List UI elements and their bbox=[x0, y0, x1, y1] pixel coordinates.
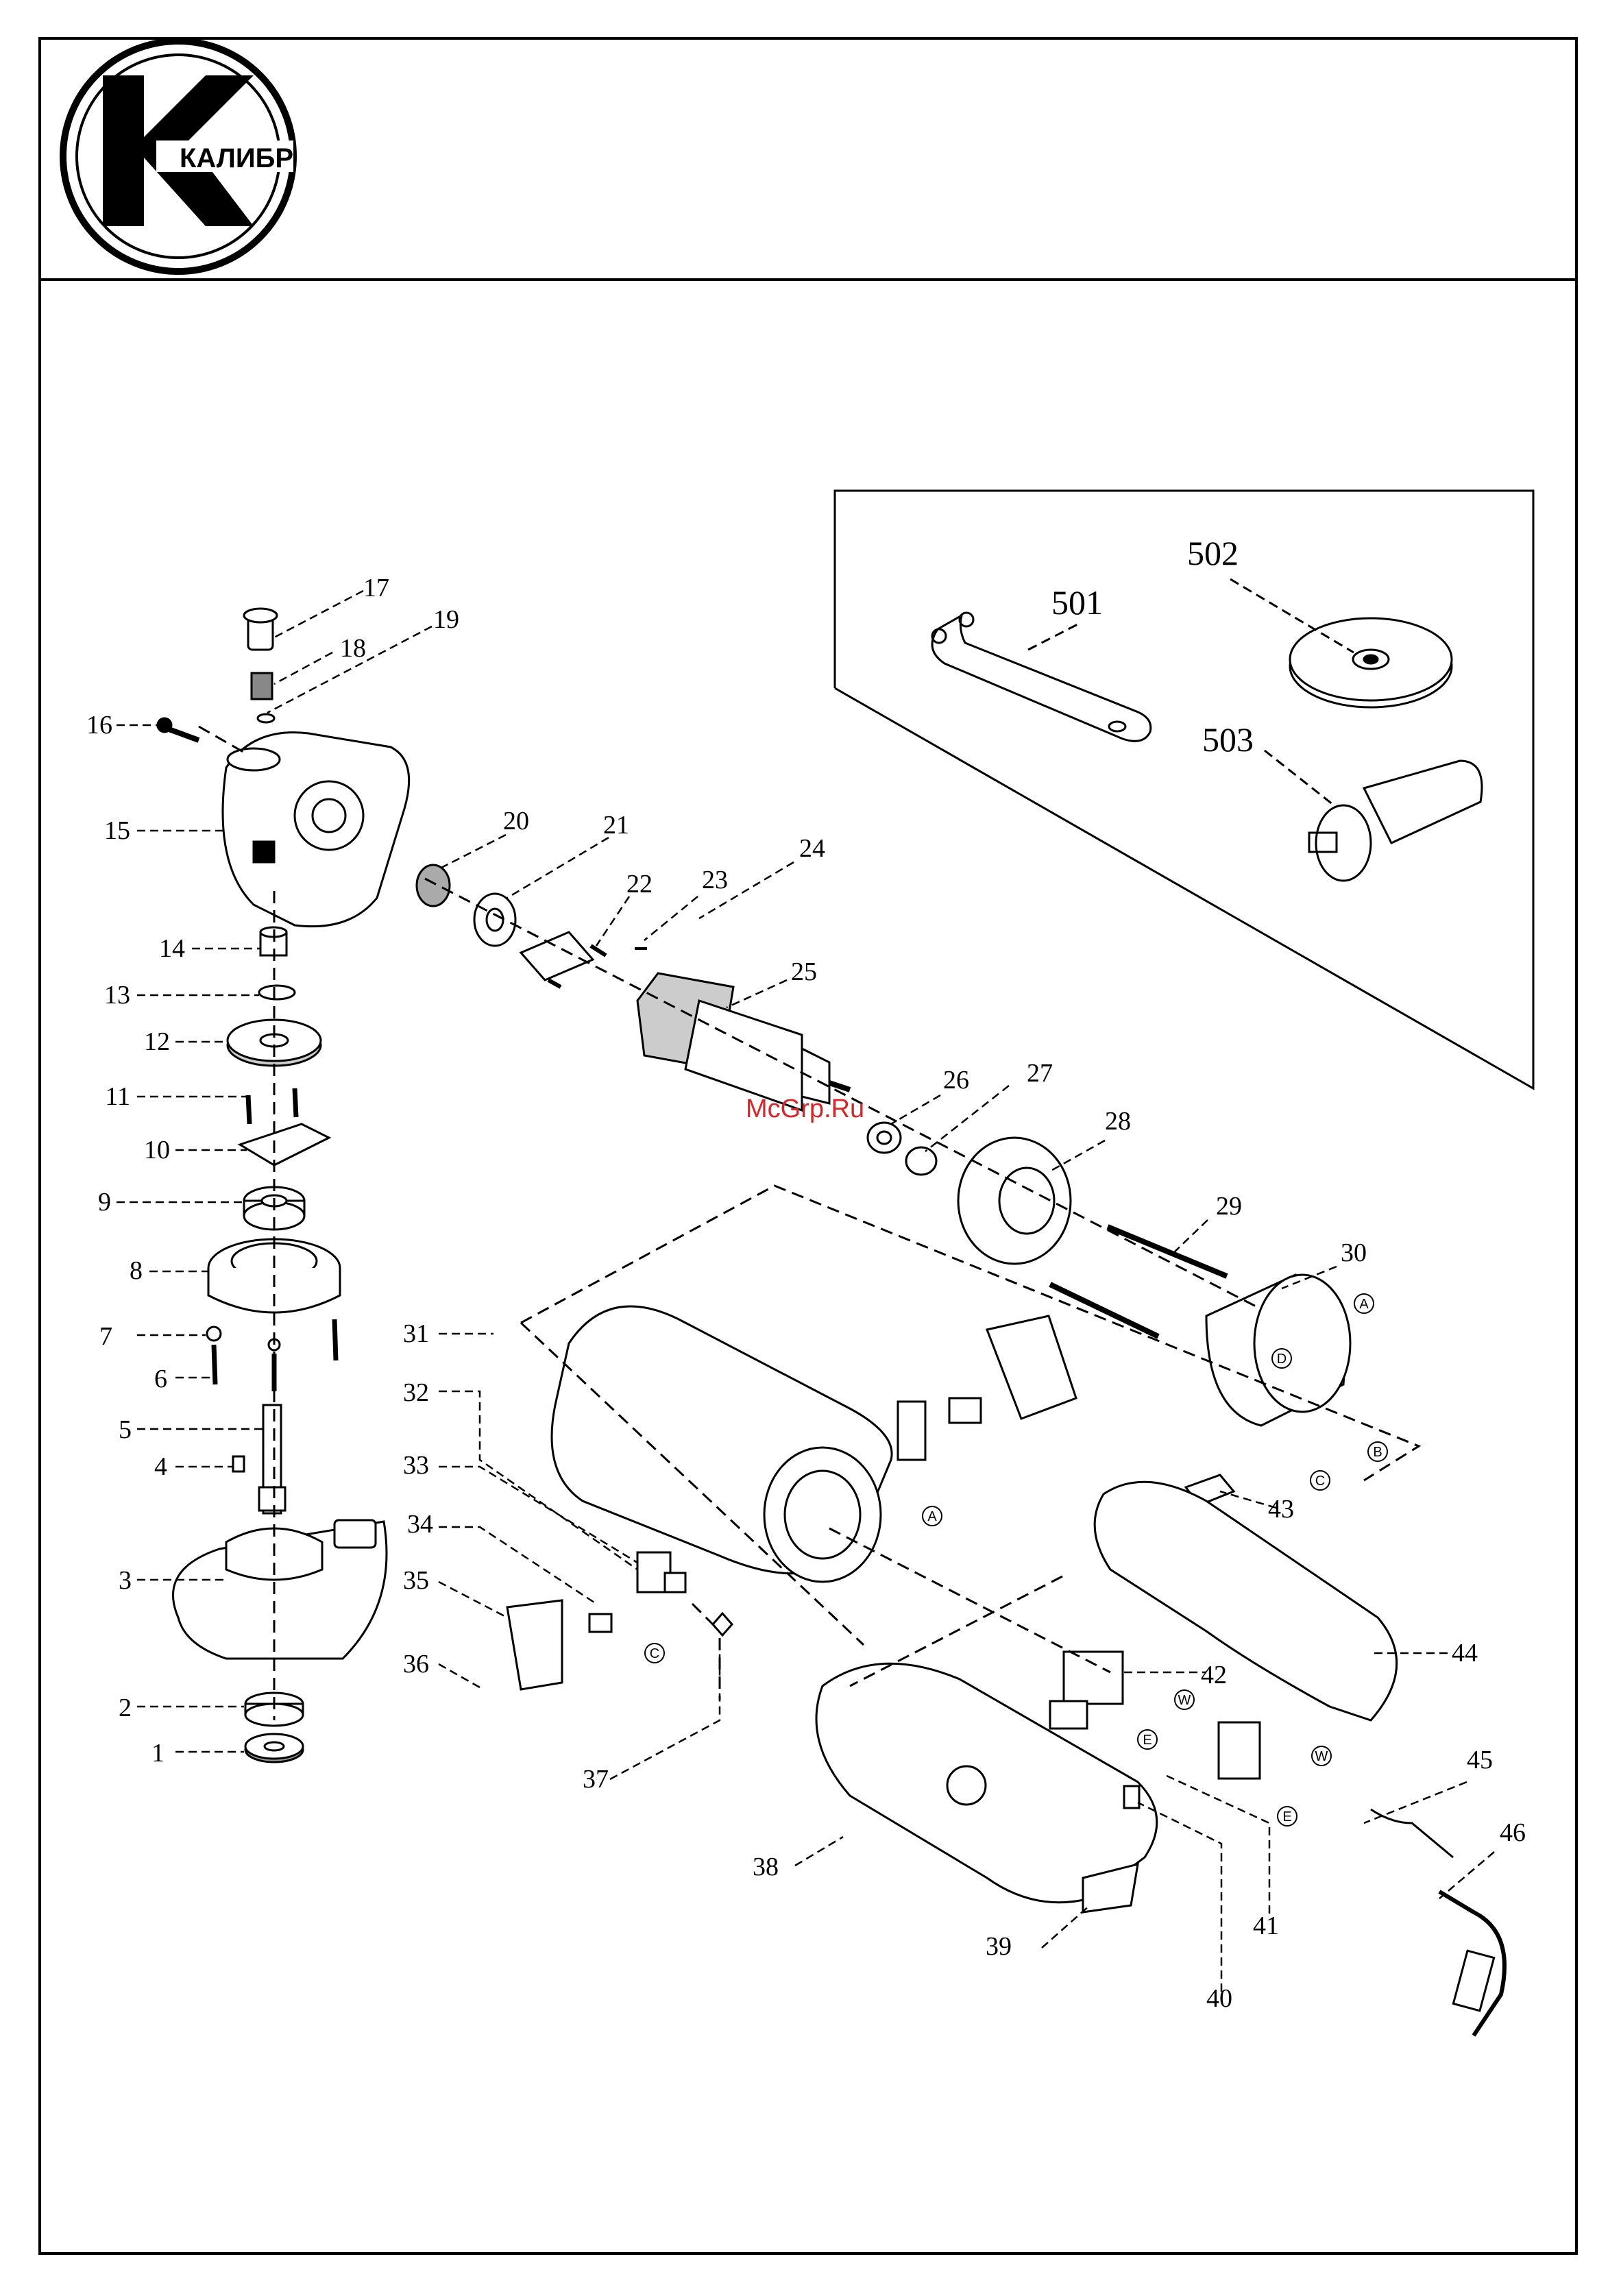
callout-46: 46 bbox=[1500, 1818, 1526, 1847]
callout-6: 6 bbox=[154, 1365, 167, 1393]
callout-44: 44 bbox=[1452, 1639, 1478, 1668]
marker-w-1: W bbox=[1178, 1693, 1191, 1708]
callout-24: 24 bbox=[799, 834, 825, 863]
callout-19: 19 bbox=[433, 605, 459, 634]
callout-3: 3 bbox=[119, 1566, 132, 1595]
callout-1: 1 bbox=[151, 1739, 164, 1768]
callout-26: 26 bbox=[943, 1066, 969, 1095]
callout-29: 29 bbox=[1216, 1192, 1242, 1221]
callout-36: 36 bbox=[403, 1650, 429, 1678]
callout-25: 25 bbox=[791, 957, 817, 986]
callout-30: 30 bbox=[1341, 1238, 1367, 1267]
callout-16: 16 bbox=[86, 711, 112, 740]
marker-e-1: E bbox=[1143, 1733, 1151, 1748]
callout-22: 22 bbox=[626, 870, 653, 899]
callout-13: 13 bbox=[104, 981, 130, 1010]
marker-a-2: A bbox=[927, 1509, 937, 1524]
kalibr-logo: КАЛИБР bbox=[63, 41, 293, 271]
housing-parts bbox=[507, 1306, 1504, 2036]
callout-15: 15 bbox=[104, 816, 130, 845]
callout-40: 40 bbox=[1206, 1984, 1232, 2013]
callout-28: 28 bbox=[1105, 1107, 1131, 1136]
callout-4: 4 bbox=[154, 1452, 167, 1481]
callout-20: 20 bbox=[503, 807, 529, 835]
callout-42: 42 bbox=[1201, 1661, 1227, 1689]
callout-31: 31 bbox=[403, 1319, 429, 1348]
watermark: McGrp.Ru bbox=[746, 1095, 864, 1123]
accessories-box bbox=[835, 491, 1533, 1088]
callout-14: 14 bbox=[159, 934, 185, 963]
callout-21: 21 bbox=[603, 811, 629, 840]
callout-numbers: 1 2 3 4 5 6 7 8 9 10 11 12 13 14 15 16 bbox=[86, 711, 185, 1768]
callout-39: 39 bbox=[986, 1932, 1012, 1961]
callout-32: 32 bbox=[403, 1378, 429, 1407]
callout-43: 43 bbox=[1268, 1495, 1294, 1524]
logo-brand-text: КАЛИБР bbox=[180, 143, 293, 173]
callout-501: 501 bbox=[1051, 583, 1103, 622]
callout-11: 11 bbox=[105, 1082, 130, 1111]
gear-head-parts bbox=[158, 609, 409, 1762]
callout-10: 10 bbox=[144, 1136, 170, 1164]
callout-5: 5 bbox=[119, 1415, 132, 1444]
marker-b: B bbox=[1373, 1445, 1382, 1460]
marker-e-2: E bbox=[1282, 1809, 1291, 1824]
accessory-callouts: 501 502 503 bbox=[1051, 534, 1254, 759]
callout-12: 12 bbox=[144, 1027, 170, 1056]
callout-33: 33 bbox=[403, 1451, 429, 1480]
armature-parts bbox=[417, 865, 1350, 1426]
callout-37: 37 bbox=[583, 1765, 609, 1794]
marker-c-1: C bbox=[1315, 1474, 1325, 1489]
callout-502: 502 bbox=[1187, 534, 1239, 572]
callout-8: 8 bbox=[130, 1256, 143, 1285]
callout-17: 17 bbox=[363, 574, 389, 602]
callout-35: 35 bbox=[403, 1566, 429, 1595]
callout-9: 9 bbox=[98, 1188, 111, 1217]
callout-18: 18 bbox=[340, 634, 366, 663]
callout-38: 38 bbox=[753, 1853, 779, 1881]
marker-w-2: W bbox=[1315, 1749, 1328, 1764]
marker-d: D bbox=[1277, 1352, 1287, 1367]
callout-41: 41 bbox=[1253, 1912, 1279, 1940]
callout-503: 503 bbox=[1202, 720, 1254, 759]
callout-45: 45 bbox=[1467, 1746, 1493, 1774]
callout-27: 27 bbox=[1027, 1059, 1053, 1088]
callout-23: 23 bbox=[702, 866, 728, 894]
marker-a-1: A bbox=[1359, 1297, 1369, 1312]
callout-7: 7 bbox=[99, 1322, 112, 1351]
callout-2: 2 bbox=[119, 1694, 132, 1722]
callout-34: 34 bbox=[407, 1510, 433, 1539]
marker-c-2: C bbox=[650, 1646, 659, 1661]
